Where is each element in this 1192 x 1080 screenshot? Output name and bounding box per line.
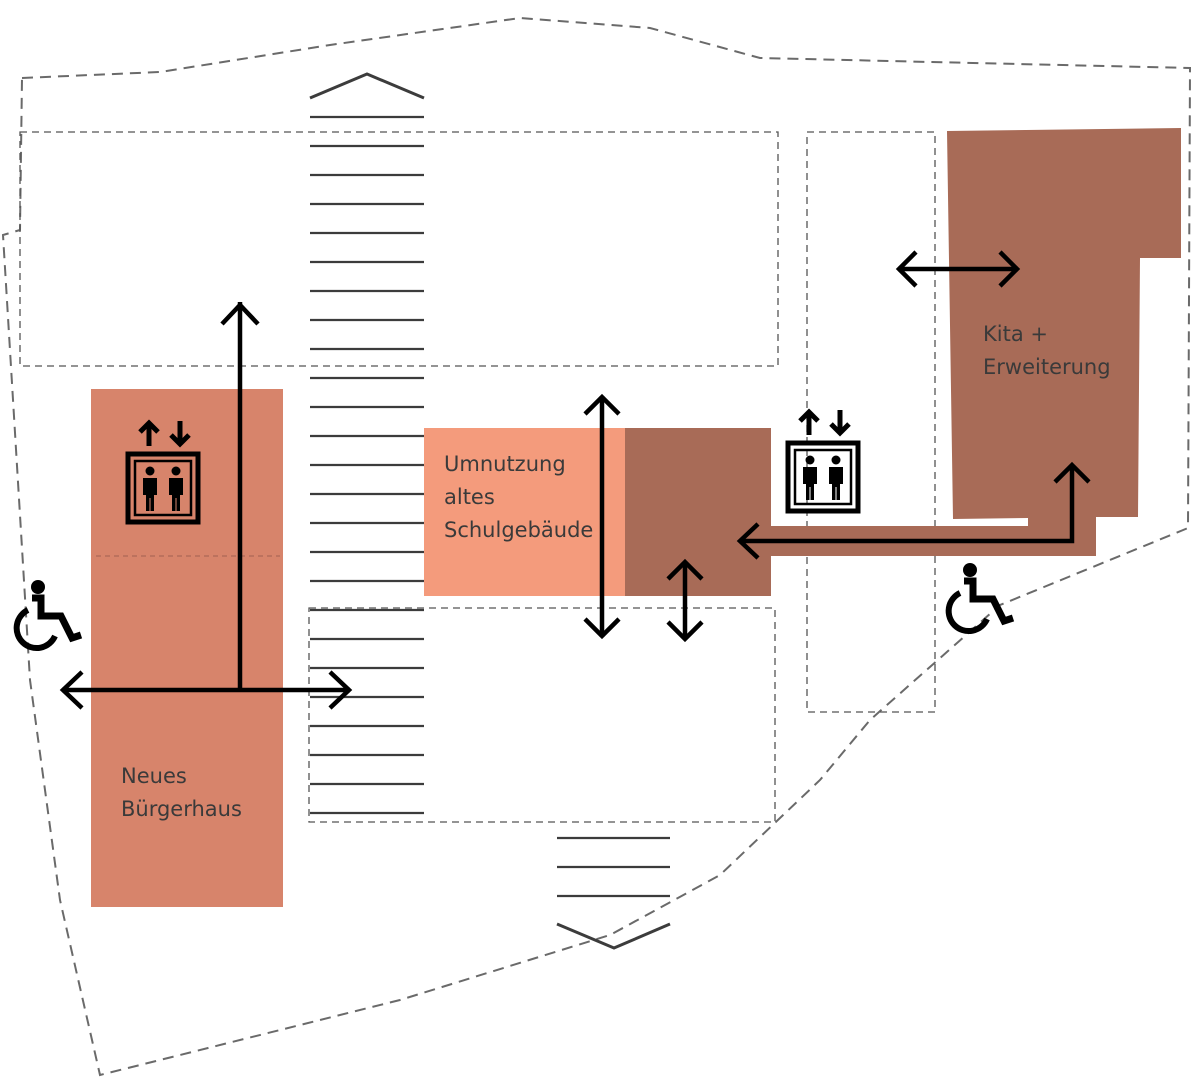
building-existing-annex bbox=[625, 428, 1096, 596]
open-space-zone-north bbox=[19, 131, 779, 367]
open-space-zone-south bbox=[308, 607, 776, 823]
stairs-icon bbox=[557, 836, 670, 898]
label-line: Erweiterung bbox=[983, 355, 1111, 379]
stairs-icon bbox=[310, 115, 424, 815]
label-line: Umnutzung bbox=[444, 452, 566, 476]
label-line: Kita + bbox=[983, 322, 1048, 346]
label-line: altes bbox=[444, 485, 495, 509]
building-umnutzung-altes-schulgebaeude bbox=[424, 428, 625, 596]
label-umnutzung-altes-schulgebaeude: Umnutzung altes Schulgebäude bbox=[444, 448, 593, 547]
circulation-arrows bbox=[59, 250, 1091, 710]
building-neues-buergerhaus bbox=[91, 389, 283, 907]
label-line: Bürgerhaus bbox=[121, 797, 242, 821]
site-boundary bbox=[1, 16, 1192, 1077]
label-neues-buergerhaus: Neues Bürgerhaus bbox=[121, 760, 242, 826]
stairs-up-chevron bbox=[309, 72, 425, 100]
open-space-zone-east bbox=[806, 131, 936, 713]
wheelchair-accessible-icon bbox=[17, 580, 81, 648]
stairs-down-chevron bbox=[556, 922, 671, 950]
label-line: Schulgebäude bbox=[444, 518, 594, 542]
label-line: Neues bbox=[121, 764, 187, 788]
elevator-icon bbox=[788, 410, 858, 511]
label-kita-erweiterung: Kita + Erweiterung bbox=[983, 318, 1111, 384]
building-kita-erweiterung bbox=[947, 128, 1181, 526]
